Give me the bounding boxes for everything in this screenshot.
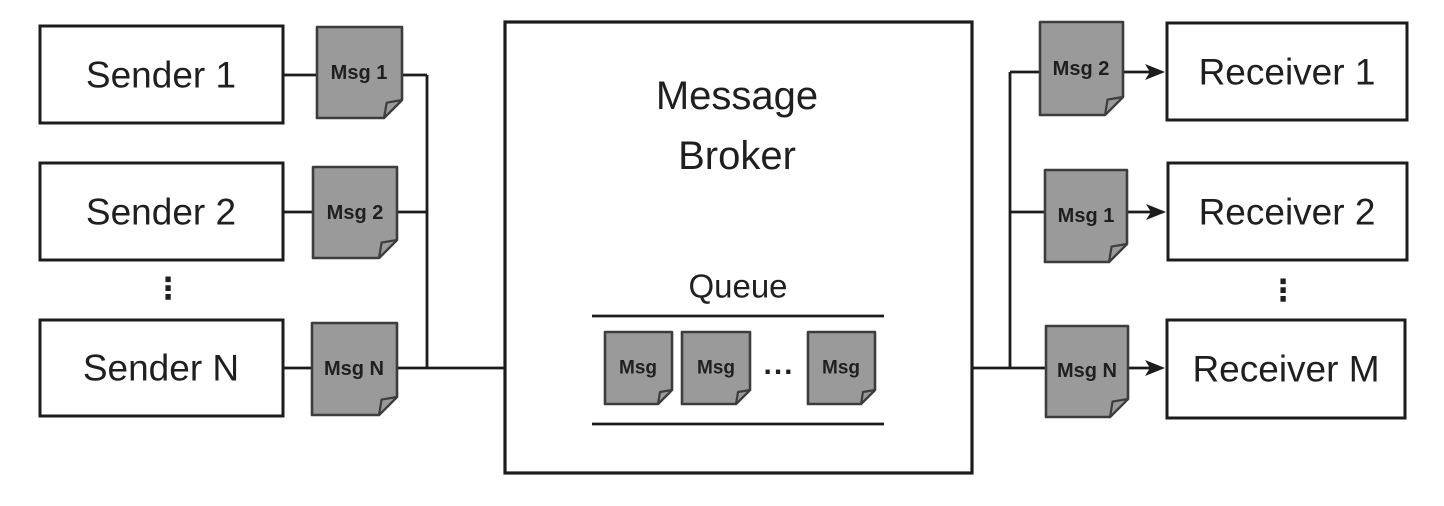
sender-n-label: Sender N <box>83 348 239 389</box>
folded-corner-icon <box>377 238 399 260</box>
sender-2: Sender 2 <box>38 161 285 262</box>
msg-n-label: Msg N <box>324 358 384 380</box>
receiver-2-box <box>1166 161 1409 262</box>
receiver-msg-n-doc: Msg N <box>1044 324 1130 419</box>
folded-corner-icon <box>1103 95 1125 117</box>
queue-msg-1-label: Msg <box>619 358 657 379</box>
sender-2-box <box>38 161 285 262</box>
queue-msg-2-label: Msg <box>697 358 735 379</box>
folded-corner-icon <box>1107 242 1129 264</box>
receiver-1-box <box>1165 21 1409 122</box>
receiver-msg-n-label: Msg N <box>1057 360 1117 382</box>
sender-1: Sender 1 <box>38 24 285 125</box>
queue-label: Queue <box>688 268 787 305</box>
queue: Queue Msg Msg ... Msg <box>592 268 884 426</box>
receiver-m-label: Receiver M <box>1192 349 1379 390</box>
receiver-msg-1-doc: Msg 1 <box>1043 168 1129 264</box>
receiver-1: Receiver 1 <box>1165 21 1409 122</box>
receiver-msg-2-label: Msg 2 <box>1053 58 1110 80</box>
folded-corner-icon <box>1108 397 1130 419</box>
sender-n: Sender N <box>38 318 285 418</box>
broker-title-line2: Broker <box>678 134 796 178</box>
senders-ellipsis: ⋮ <box>153 273 183 306</box>
queue-ellipsis: ... <box>763 348 794 381</box>
receiver-2-label: Receiver 2 <box>1199 192 1376 233</box>
sender-1-box <box>38 24 285 125</box>
queue-msg-doc-1: Msg <box>603 330 674 406</box>
folded-corner-icon <box>734 388 752 406</box>
folded-corner-icon <box>859 388 877 406</box>
folded-corner-icon <box>382 98 404 120</box>
msg-2-label: Msg 2 <box>327 202 384 224</box>
sender-2-label: Sender 2 <box>86 192 236 233</box>
msg-2-doc: Msg 2 <box>311 165 399 260</box>
receiver-msg-2-doc: Msg 2 <box>1038 20 1125 117</box>
msg-1-doc: Msg 1 <box>315 25 404 120</box>
receiver-1-label: Receiver 1 <box>1199 52 1376 93</box>
msg-1-label: Msg 1 <box>331 62 388 84</box>
sender-1-label: Sender 1 <box>86 55 236 96</box>
receiver-msg-1-label: Msg 1 <box>1058 205 1115 227</box>
receiver-m-box <box>1165 318 1407 420</box>
receiver-2: Receiver 2 <box>1166 161 1409 262</box>
message-broker: Message Broker Queue Msg Msg ... Msg <box>503 20 974 475</box>
folded-corner-icon <box>377 395 399 417</box>
receiver-m: Receiver M <box>1165 318 1407 420</box>
sender-n-box <box>38 318 285 418</box>
folded-corner-icon <box>656 388 674 406</box>
receivers-ellipsis: ⋮ <box>1268 275 1298 308</box>
msg-n-doc: Msg N <box>310 321 399 417</box>
queue-msg-3-label: Msg <box>822 358 860 379</box>
broker-title-line1: Message <box>656 74 818 118</box>
queue-msg-doc-3: Msg <box>806 330 877 406</box>
queue-msg-doc-2: Msg <box>680 330 752 406</box>
